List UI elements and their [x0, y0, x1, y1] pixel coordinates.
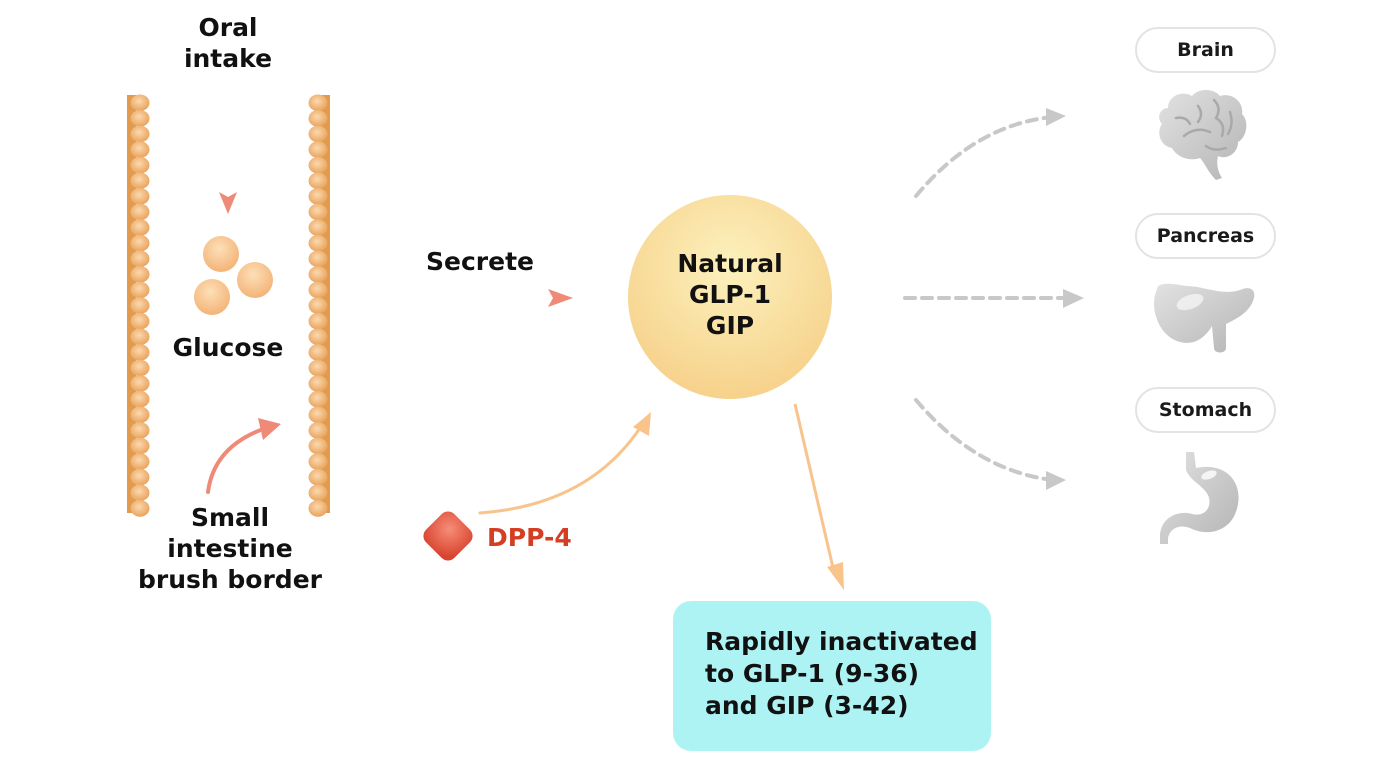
microvillus: [308, 156, 328, 174]
microvillus: [308, 297, 328, 314]
microvillus: [308, 328, 328, 346]
oral-intake-label: Oral intake: [168, 12, 288, 74]
microvillus: [308, 234, 328, 252]
secrete-arrow: [374, 289, 573, 307]
inactivated-line: and GIP (3-42): [705, 691, 909, 720]
microvillus: [308, 359, 328, 377]
microvillus: [130, 359, 150, 377]
microvillus: [308, 437, 328, 455]
microvillus: [130, 437, 150, 455]
glucose-molecule: [203, 236, 239, 272]
glucose-molecule: [237, 262, 273, 298]
glucose-label: Glucose: [172, 333, 284, 362]
glucose-molecule: [194, 279, 230, 315]
microvillus: [308, 203, 328, 221]
microvillus: [130, 328, 150, 346]
microvillus: [308, 312, 328, 330]
small-intestine-label: Small intestine brush border: [120, 502, 340, 595]
target-brain-label: Brain: [1135, 27, 1276, 73]
microvillus: [308, 141, 328, 158]
microvillus: [130, 125, 150, 143]
arrow-to-pancreas-head: [1063, 289, 1084, 308]
intestine-wall-right: [308, 94, 330, 517]
microvillus: [308, 281, 328, 299]
microvillus: [308, 172, 328, 190]
microvillus: [308, 110, 328, 127]
microvillus: [130, 250, 150, 268]
target-pancreas-label: Pancreas: [1135, 213, 1276, 259]
hormone-line: GIP: [705, 311, 755, 340]
arrow-to-brain-head: [1046, 108, 1066, 126]
microvillus: [308, 390, 328, 408]
hormone-circle: [628, 195, 832, 399]
microvillus: [130, 406, 150, 424]
arrow-to-stomach-head: [1046, 471, 1066, 490]
oral-intake-arrow: [219, 88, 237, 214]
hormone-line: GLP-1: [688, 280, 772, 309]
microvillus: [130, 156, 150, 174]
inactivated-line: Rapidly inactivated: [705, 627, 978, 656]
microvillus: [130, 422, 150, 439]
small-intestine-line: Small: [190, 503, 270, 532]
microvillus: [130, 375, 150, 392]
microvillus: [130, 203, 150, 221]
microvillus: [308, 188, 328, 205]
stomach-icon: [1160, 452, 1239, 544]
arrow-to-brain: [914, 115, 1054, 198]
microvillus: [308, 484, 328, 502]
microvillus: [130, 219, 150, 236]
inactivated-line: to GLP-1 (9-36): [705, 659, 920, 688]
oral-intake-line: Oral: [198, 13, 258, 42]
microvillus: [130, 94, 150, 112]
microvillus: [308, 468, 328, 486]
intestine-wall-left: [127, 94, 150, 517]
microvillus: [130, 188, 150, 205]
microvillus: [130, 484, 150, 502]
microvillus: [308, 266, 328, 283]
microvillus: [308, 375, 328, 392]
dpp4-arrow: [478, 412, 651, 515]
microvillus: [308, 219, 328, 236]
microvillus: [130, 344, 150, 361]
inactivation-arrow: [793, 403, 844, 590]
microvillus: [308, 344, 328, 361]
microvillus: [308, 250, 328, 268]
hormone-label: Natural GLP-1 GIP: [650, 248, 810, 341]
microvillus: [130, 500, 150, 517]
microvillus: [130, 453, 150, 470]
hormone-line: Natural: [677, 249, 783, 278]
arrow-to-stomach: [914, 398, 1054, 482]
oral-intake-line: intake: [183, 44, 273, 73]
microvillus: [308, 500, 328, 517]
microvillus: [130, 297, 150, 314]
microvillus: [308, 406, 328, 424]
pancreas-icon: [1154, 283, 1255, 353]
microvillus: [308, 94, 328, 112]
brain-icon: [1159, 90, 1247, 180]
microvillus: [308, 422, 328, 439]
microvillus: [130, 110, 150, 127]
inactivated-box: Rapidly inactivated to GLP-1 (9-36) and …: [673, 601, 991, 751]
small-intestine-line: intestine: [167, 534, 293, 563]
microvillus: [130, 266, 150, 283]
microvillus: [130, 281, 150, 299]
microvillus: [130, 312, 150, 330]
microvillus: [130, 468, 150, 486]
microvillus: [308, 453, 328, 470]
microvillus: [130, 172, 150, 190]
glucose-molecules: [194, 236, 273, 315]
dpp4-label: DPP-4: [487, 523, 572, 552]
small-intestine-line: brush border: [138, 565, 322, 594]
dpp4-enzyme-icon: [423, 511, 473, 561]
secrete-label: Secrete: [426, 247, 534, 276]
microvillus: [130, 141, 150, 158]
microvillus: [130, 390, 150, 408]
microvillus: [130, 234, 150, 252]
target-stomach-label: Stomach: [1135, 387, 1276, 433]
microvillus: [308, 125, 328, 143]
absorption-arrow: [206, 418, 281, 494]
